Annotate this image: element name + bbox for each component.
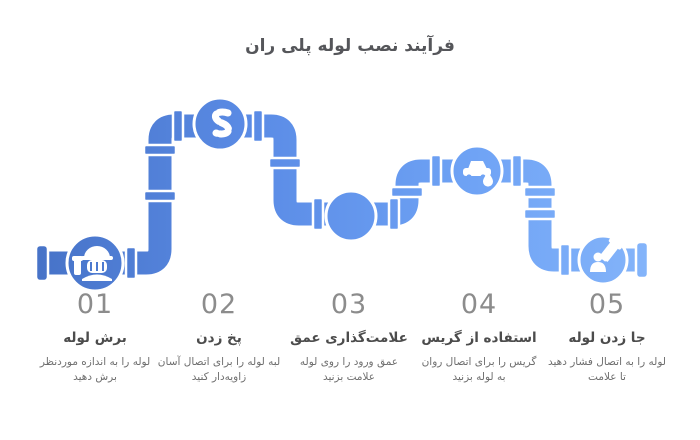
step1-node: [65, 233, 125, 293]
step-number: 04: [460, 289, 498, 320]
step-1: 01 برش لوله لوله را به اندازه موردنظر بر…: [27, 290, 163, 385]
step-4: 04 استفاده از گریس گریس را برای اتصال رو…: [411, 290, 547, 385]
pipe-endcaps: [34, 240, 650, 283]
step-number: 02: [200, 289, 238, 320]
step-title: استفاده از گریس: [421, 329, 537, 346]
step4-node: [450, 144, 504, 198]
step-5: 05 جا زدن لوله لوله را به اتصال فشار دهی…: [539, 290, 675, 385]
step-number: 01: [76, 289, 114, 320]
step-description: لوله را به اتصال فشار دهید تا علامت: [547, 355, 666, 383]
step-2: 02 پخ زدن لبه لوله را برای اتصال آسان زا…: [151, 290, 287, 385]
step5-node: [577, 234, 629, 286]
worker-icon: [72, 246, 113, 281]
step-title: جا زدن لوله: [568, 329, 646, 346]
insert-pipe-icon: [590, 237, 623, 272]
page-title: فرآیند نصب لوله پلی ران: [245, 36, 455, 56]
bevel-pipe-icon: [212, 108, 232, 138]
step-3: 03 علامت‌گذاری عمق عمق ورود را روی لوله …: [281, 290, 417, 385]
step-number: 03: [330, 289, 368, 320]
step-description: عمق ورود را روی لوله علامت بزنید: [299, 355, 399, 383]
step-description: لوله را به اندازه موردنظر برش دهید: [39, 355, 151, 383]
step2-node: [192, 96, 248, 152]
pipe-flanges: [124, 108, 572, 281]
grease-droplet-icon: [463, 161, 493, 187]
step3-node: [324, 189, 378, 243]
step-description: گریس را برای اتصال روان به لوله بزنید: [421, 355, 537, 383]
step-description: لبه لوله را برای اتصال آسان زاویه‌دار کن…: [157, 355, 281, 383]
pipe-diagram: [34, 96, 650, 293]
step-number: 05: [588, 289, 626, 320]
step-title: علامت‌گذاری عمق: [290, 329, 408, 346]
step-title: پخ زدن: [196, 329, 242, 346]
step-title: برش لوله: [63, 329, 127, 346]
